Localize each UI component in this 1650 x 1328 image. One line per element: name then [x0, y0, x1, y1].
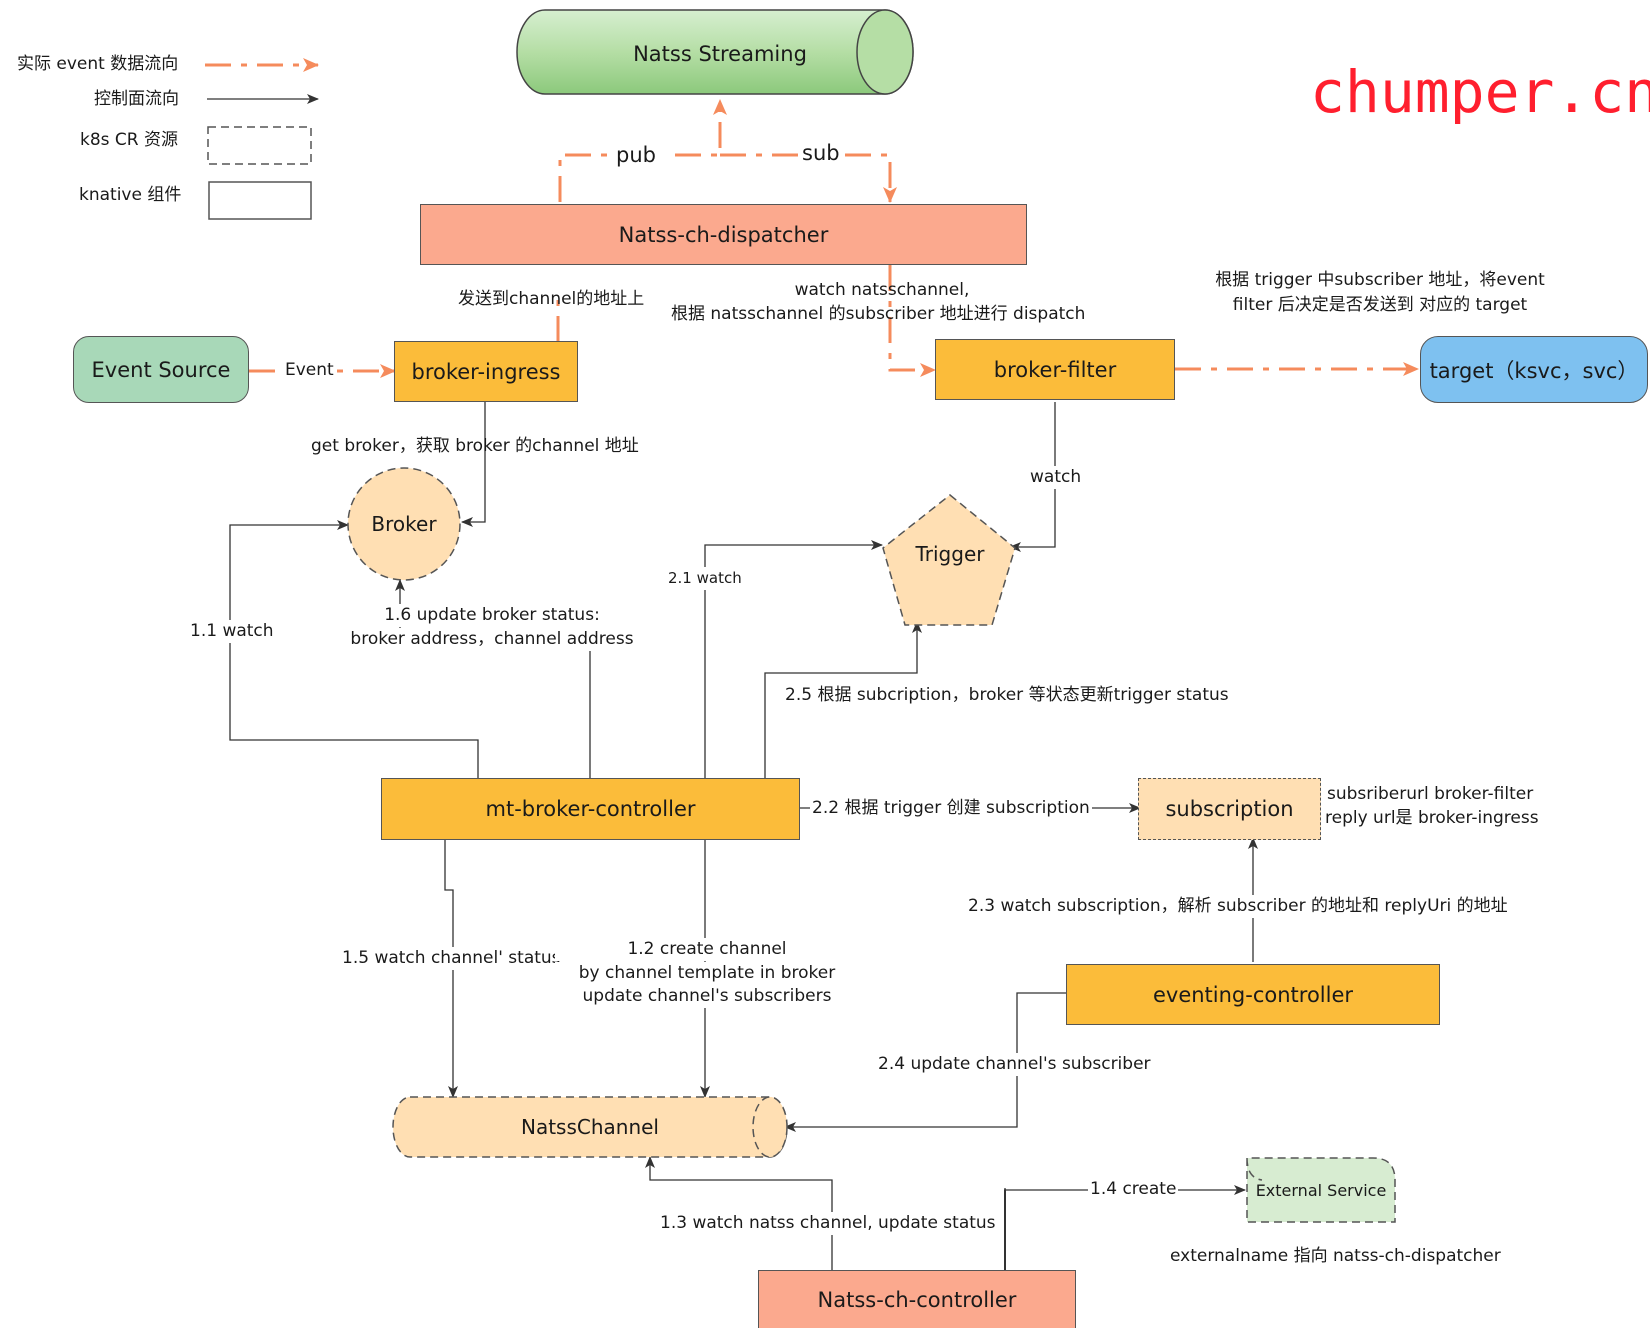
natss-channel-shape — [392, 1096, 788, 1158]
trigger-shape — [882, 494, 1016, 626]
step-1-1-label: 1.1 watch — [188, 620, 276, 643]
legend-event-flow: 实际 event 数据流向 — [17, 54, 179, 74]
step-2-3-label: 2.3 watch subscription，解析 subscriber 的地址… — [966, 895, 1510, 918]
step-1-5-label: 1.5 watch channel' status — [340, 947, 563, 970]
filter-note-2: filter 后决定是否发送到 对应的 target — [1232, 295, 1528, 315]
external-service-note: externalname 指向 natss-ch-dispatcher — [1170, 1246, 1501, 1266]
step-1-3-label: 1.3 watch natss channel, update status — [658, 1212, 998, 1235]
legend-k8s-cr: k8s CR 资源 — [80, 130, 179, 150]
step-1-2-label-2: by channel template in broker — [555, 962, 859, 985]
watermark: chumper.cn — [1310, 58, 1650, 126]
legend-control-flow: 控制面流向 — [94, 89, 179, 109]
natss-ch-dispatcher-node: Natss-ch-dispatcher — [420, 204, 1027, 265]
natss-streaming-node: Natss Streaming — [633, 42, 807, 66]
subscription-note-2: reply url是 broker-ingress — [1325, 808, 1539, 828]
step-1-6-label-2: broker address，channel address — [340, 628, 644, 651]
broker-shape — [347, 467, 461, 581]
step-1-2-label-1: 1.2 create channel — [555, 938, 859, 961]
broker-ingress-node: broker-ingress — [394, 341, 578, 402]
step-1-2-label-3: update channel's subscribers — [555, 985, 859, 1008]
step-2-5-label: 2.5 根据 subcription，broker 等状态更新trigger s… — [785, 685, 1229, 705]
legend-knative: knative 组件 — [79, 185, 182, 205]
subscription-node: subscription — [1138, 778, 1321, 840]
watch-natsschannel-label-1: watch natsschannel, — [794, 280, 970, 300]
step-2-1-label: 2.1 watch — [666, 567, 744, 590]
step-2-4-label: 2.4 update channel's subscriber — [876, 1053, 1153, 1076]
natss-channel-node: NatssChannel — [520, 1115, 659, 1139]
external-service-shape — [1246, 1157, 1396, 1223]
step-1-6-label-1: 1.6 update broker status: — [340, 604, 644, 627]
natss-ch-controller-node: Natss-ch-controller — [758, 1270, 1076, 1328]
broker-node: Broker — [371, 512, 437, 536]
eventing-controller-node: eventing-controller — [1066, 964, 1440, 1025]
event-label: Event — [283, 359, 336, 382]
get-broker-label: get broker，获取 broker 的channel 地址 — [311, 436, 639, 456]
pub-label: pub — [614, 143, 658, 167]
target-node: target（ksvc，svc） — [1420, 336, 1648, 403]
broker-filter-node: broker-filter — [935, 339, 1175, 400]
sub-label: sub — [800, 141, 842, 165]
trigger-node: Trigger — [915, 542, 985, 566]
external-service-node: External Service — [1255, 1180, 1387, 1200]
watch-natsschannel-label-2: 根据 natsschannel 的subscriber 地址进行 dispatc… — [671, 304, 1086, 324]
step-1-4-label: 1.4 create — [1088, 1178, 1179, 1201]
filter-note-1: 根据 trigger 中subscriber 地址，将event — [1215, 270, 1545, 290]
send-to-channel-label: 发送到channel的地址上 — [458, 289, 645, 309]
natss-streaming-shape — [516, 9, 914, 95]
mt-broker-controller-node: mt-broker-controller — [381, 778, 800, 840]
legend-graphics — [205, 58, 319, 220]
subscription-note-1: subsriberurl broker-filter — [1327, 784, 1534, 804]
event-source-node: Event Source — [73, 336, 249, 403]
step-2-2-label: 2.2 根据 trigger 创建 subscription — [810, 797, 1092, 820]
watch-filter-label: watch — [1028, 466, 1084, 489]
